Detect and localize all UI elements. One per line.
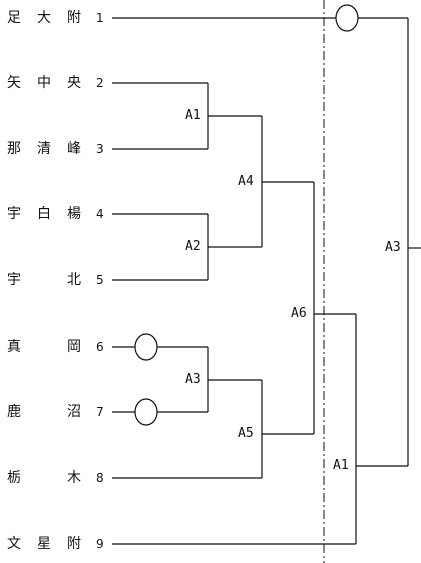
match-label-a4: A4: [238, 174, 254, 189]
seed-number: 8: [96, 471, 104, 485]
team-name-char: 星: [37, 536, 51, 552]
match-label-a6: A6: [291, 306, 307, 321]
team-name-char: 央: [67, 75, 81, 91]
match-label-a3: A3: [185, 372, 201, 387]
win-marker-circle: [335, 4, 359, 32]
seed-number: 1: [96, 11, 104, 25]
team-name-char: 沼: [67, 404, 81, 420]
team-name-char: 附: [67, 536, 81, 552]
match-label-a1-side: A1: [333, 458, 349, 473]
seed-number: 9: [96, 537, 104, 551]
team-name-char: 宇: [7, 206, 21, 222]
team-name-char: 鹿: [7, 404, 21, 420]
seed-number: 5: [96, 273, 104, 287]
team-name-char: 附: [67, 10, 81, 26]
seed-number: 6: [96, 340, 104, 354]
team-name-char: 栃: [7, 470, 21, 486]
win-marker-circle: [134, 333, 158, 361]
team-name-char: 矢: [7, 75, 21, 91]
team-name-char: 岡: [67, 339, 81, 355]
match-label-a2: A2: [185, 239, 201, 254]
team-name-char: 白: [37, 206, 51, 222]
team-name-char: 中: [37, 75, 51, 91]
team-name-char: 峰: [67, 141, 81, 157]
team-name-char: 北: [67, 272, 81, 288]
team-name-char: 清: [37, 141, 51, 157]
seed-number: 3: [96, 142, 104, 156]
team-name-char: 文: [7, 536, 21, 552]
team-name-char: 真: [7, 339, 21, 355]
team-name-char: 楊: [67, 206, 81, 222]
team-name-char: 足: [7, 10, 21, 26]
match-label-a5: A5: [238, 426, 254, 441]
team-name-char: 大: [37, 10, 51, 26]
team-name-char: 那: [7, 141, 21, 157]
match-label-a1: A1: [185, 108, 201, 123]
match-label-a3-final: A3: [385, 240, 401, 255]
team-name-char: 木: [67, 470, 81, 486]
seed-number: 2: [96, 76, 104, 90]
win-marker-circle: [134, 398, 158, 426]
team-name-char: 宇: [7, 272, 21, 288]
seed-number: 7: [96, 405, 104, 419]
seed-number: 4: [96, 207, 104, 221]
